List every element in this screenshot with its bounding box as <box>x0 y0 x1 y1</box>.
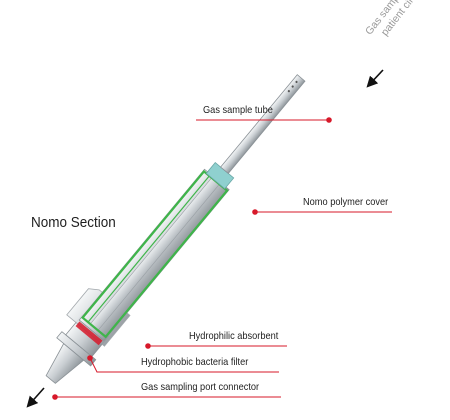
device-body <box>45 74 306 384</box>
absorbent-inner-line <box>87 175 210 323</box>
callout-label-port-connector: Gas sampling port connector <box>141 381 260 393</box>
callout-label-gas-sample-tube: Gas sample tube <box>203 104 273 116</box>
callout-dot-hydrophilic-absorbent <box>145 343 151 349</box>
callout-label-nomo-polymer-cover: Nomo polymer cover <box>303 196 389 208</box>
callout-dot-gas-sample-tube <box>326 117 332 123</box>
filter-band <box>75 321 103 346</box>
callout-dot-hydrophobic-filter <box>87 355 93 361</box>
outflow-arrow <box>26 387 45 408</box>
tube-hole <box>291 85 294 88</box>
tube-hole <box>295 80 298 84</box>
inflow-arrow <box>366 69 384 88</box>
callout-label-hydrophilic-absorbent: Hydrophilic absorbent <box>189 330 279 342</box>
callout-dot-nomo-polymer-cover <box>252 209 258 215</box>
callout-label-hydrophobic-filter: Hydrophobic bacteria filter <box>141 356 249 368</box>
section-title: Nomo Section <box>31 214 116 231</box>
callout-dot-port-connector <box>52 394 58 400</box>
tube-hole <box>287 90 290 93</box>
inner-bore <box>89 177 220 331</box>
callout-line-hydrophobic-filter <box>89 357 279 373</box>
gas-sample-tube <box>220 74 306 175</box>
